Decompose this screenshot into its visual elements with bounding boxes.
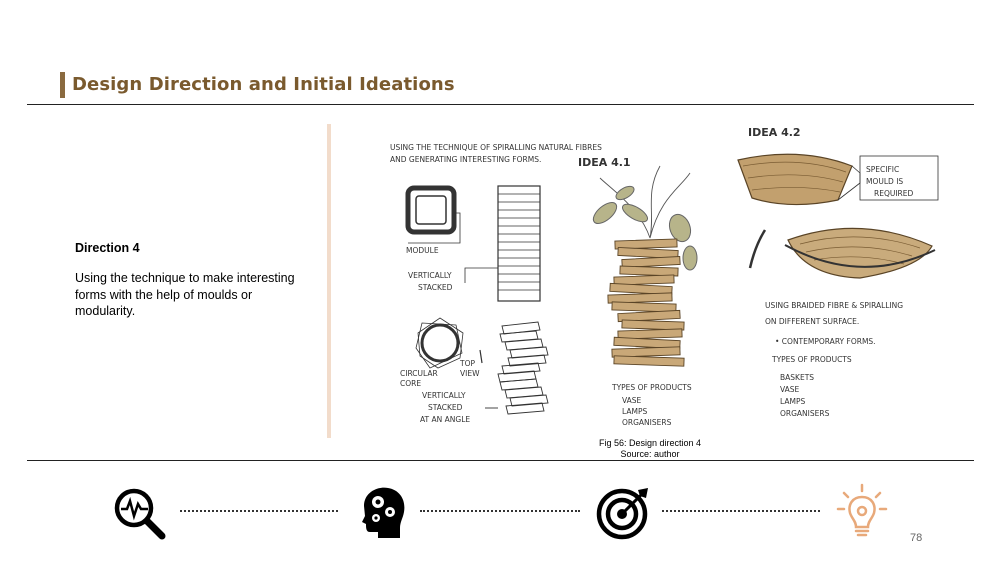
vertical-accent-bar: [327, 124, 331, 438]
idea-42-basket-bottom: [748, 227, 936, 279]
mould-note-3: REQUIRED: [874, 189, 914, 198]
label-vertically-2: VERTICALLY: [422, 391, 466, 400]
top-divider: [27, 104, 974, 105]
page-number: 78: [910, 532, 923, 544]
idea-41-stack: [607, 238, 685, 367]
label-at-an-angle: AT AN ANGLE: [420, 415, 470, 424]
idea-42-note-1: USING BRAIDED FIBRE & SPIRALLING: [765, 301, 903, 310]
label-stacked-1: STACKED: [418, 283, 453, 292]
research-magnifier-icon: [114, 488, 166, 540]
circular-core-sketch: [415, 317, 483, 369]
idea-42-label: IDEA 4.2: [748, 126, 801, 139]
direction-body: Using the technique to make interesting …: [75, 271, 295, 318]
types1-item-1: LAMPS: [622, 407, 647, 416]
caption-line-2: Source: author: [620, 449, 680, 459]
caption-line-1: Fig 56: Design direction 4: [598, 438, 702, 448]
mould-note-1: SPECIFIC: [866, 165, 899, 174]
types2-item-0: BASKETS: [780, 373, 814, 382]
page-title: Design Direction and Initial Ideations: [72, 74, 455, 95]
label-circular: CIRCULAR: [400, 369, 438, 378]
idea-42-note-2: ON DIFFERENT SURFACE.: [765, 317, 859, 326]
angled-stack-sketch: [485, 321, 549, 415]
module-square-sketch: [405, 185, 457, 235]
types2-item-3: ORGANISERS: [780, 409, 830, 418]
title-accent-bar: [60, 72, 65, 98]
idea-42-note-3: • CONTEMPORARY FORMS.: [775, 337, 876, 346]
process-connector-3: [662, 510, 820, 512]
types1-item-0: VASE: [622, 396, 642, 405]
idea-41-label: IDEA 4.1: [578, 156, 631, 169]
types1-item-2: ORGANISERS: [622, 418, 672, 427]
process-connector-1: [180, 510, 338, 512]
target-icon: [596, 488, 648, 540]
direction-heading: Direction 4: [75, 241, 140, 255]
bottom-divider: [27, 460, 974, 461]
sketch-intro-line1: USING THE TECHNIQUE OF SPIRALLING NATURA…: [390, 143, 602, 152]
label-stacked-2: STACKED: [428, 403, 463, 412]
direction-text-block: Direction 4 Using the technique to make …: [75, 240, 315, 319]
types2-item-2: LAMPS: [780, 397, 805, 406]
process-connector-2: [420, 510, 580, 512]
label-view: VIEW: [460, 369, 480, 378]
vertical-stack-sketch: [464, 185, 541, 302]
label-top: TOP: [459, 359, 475, 368]
figure-caption: Fig 56: Design direction 4 Source: autho…: [560, 438, 740, 460]
label-core: CORE: [400, 379, 421, 388]
label-module: MODULE: [406, 246, 439, 255]
brain-gears-icon: [362, 487, 405, 538]
label-vertically-1: VERTICALLY: [408, 271, 452, 280]
idea-42-basket-top: [737, 153, 861, 206]
types2-item-1: VASE: [780, 385, 800, 394]
types2-title: TYPES OF PRODUCTS: [771, 355, 852, 364]
types1-title: TYPES OF PRODUCTS: [611, 383, 692, 392]
design-sketch: USING THE TECHNIQUE OF SPIRALLING NATURA…: [390, 126, 939, 427]
mould-note-2: MOULD IS: [866, 177, 903, 186]
idea-41-vase-sketch: [592, 165, 698, 271]
sketch-intro-line2: AND GENERATING INTERESTING FORMS.: [390, 155, 541, 164]
lightbulb-icon: [836, 483, 888, 537]
